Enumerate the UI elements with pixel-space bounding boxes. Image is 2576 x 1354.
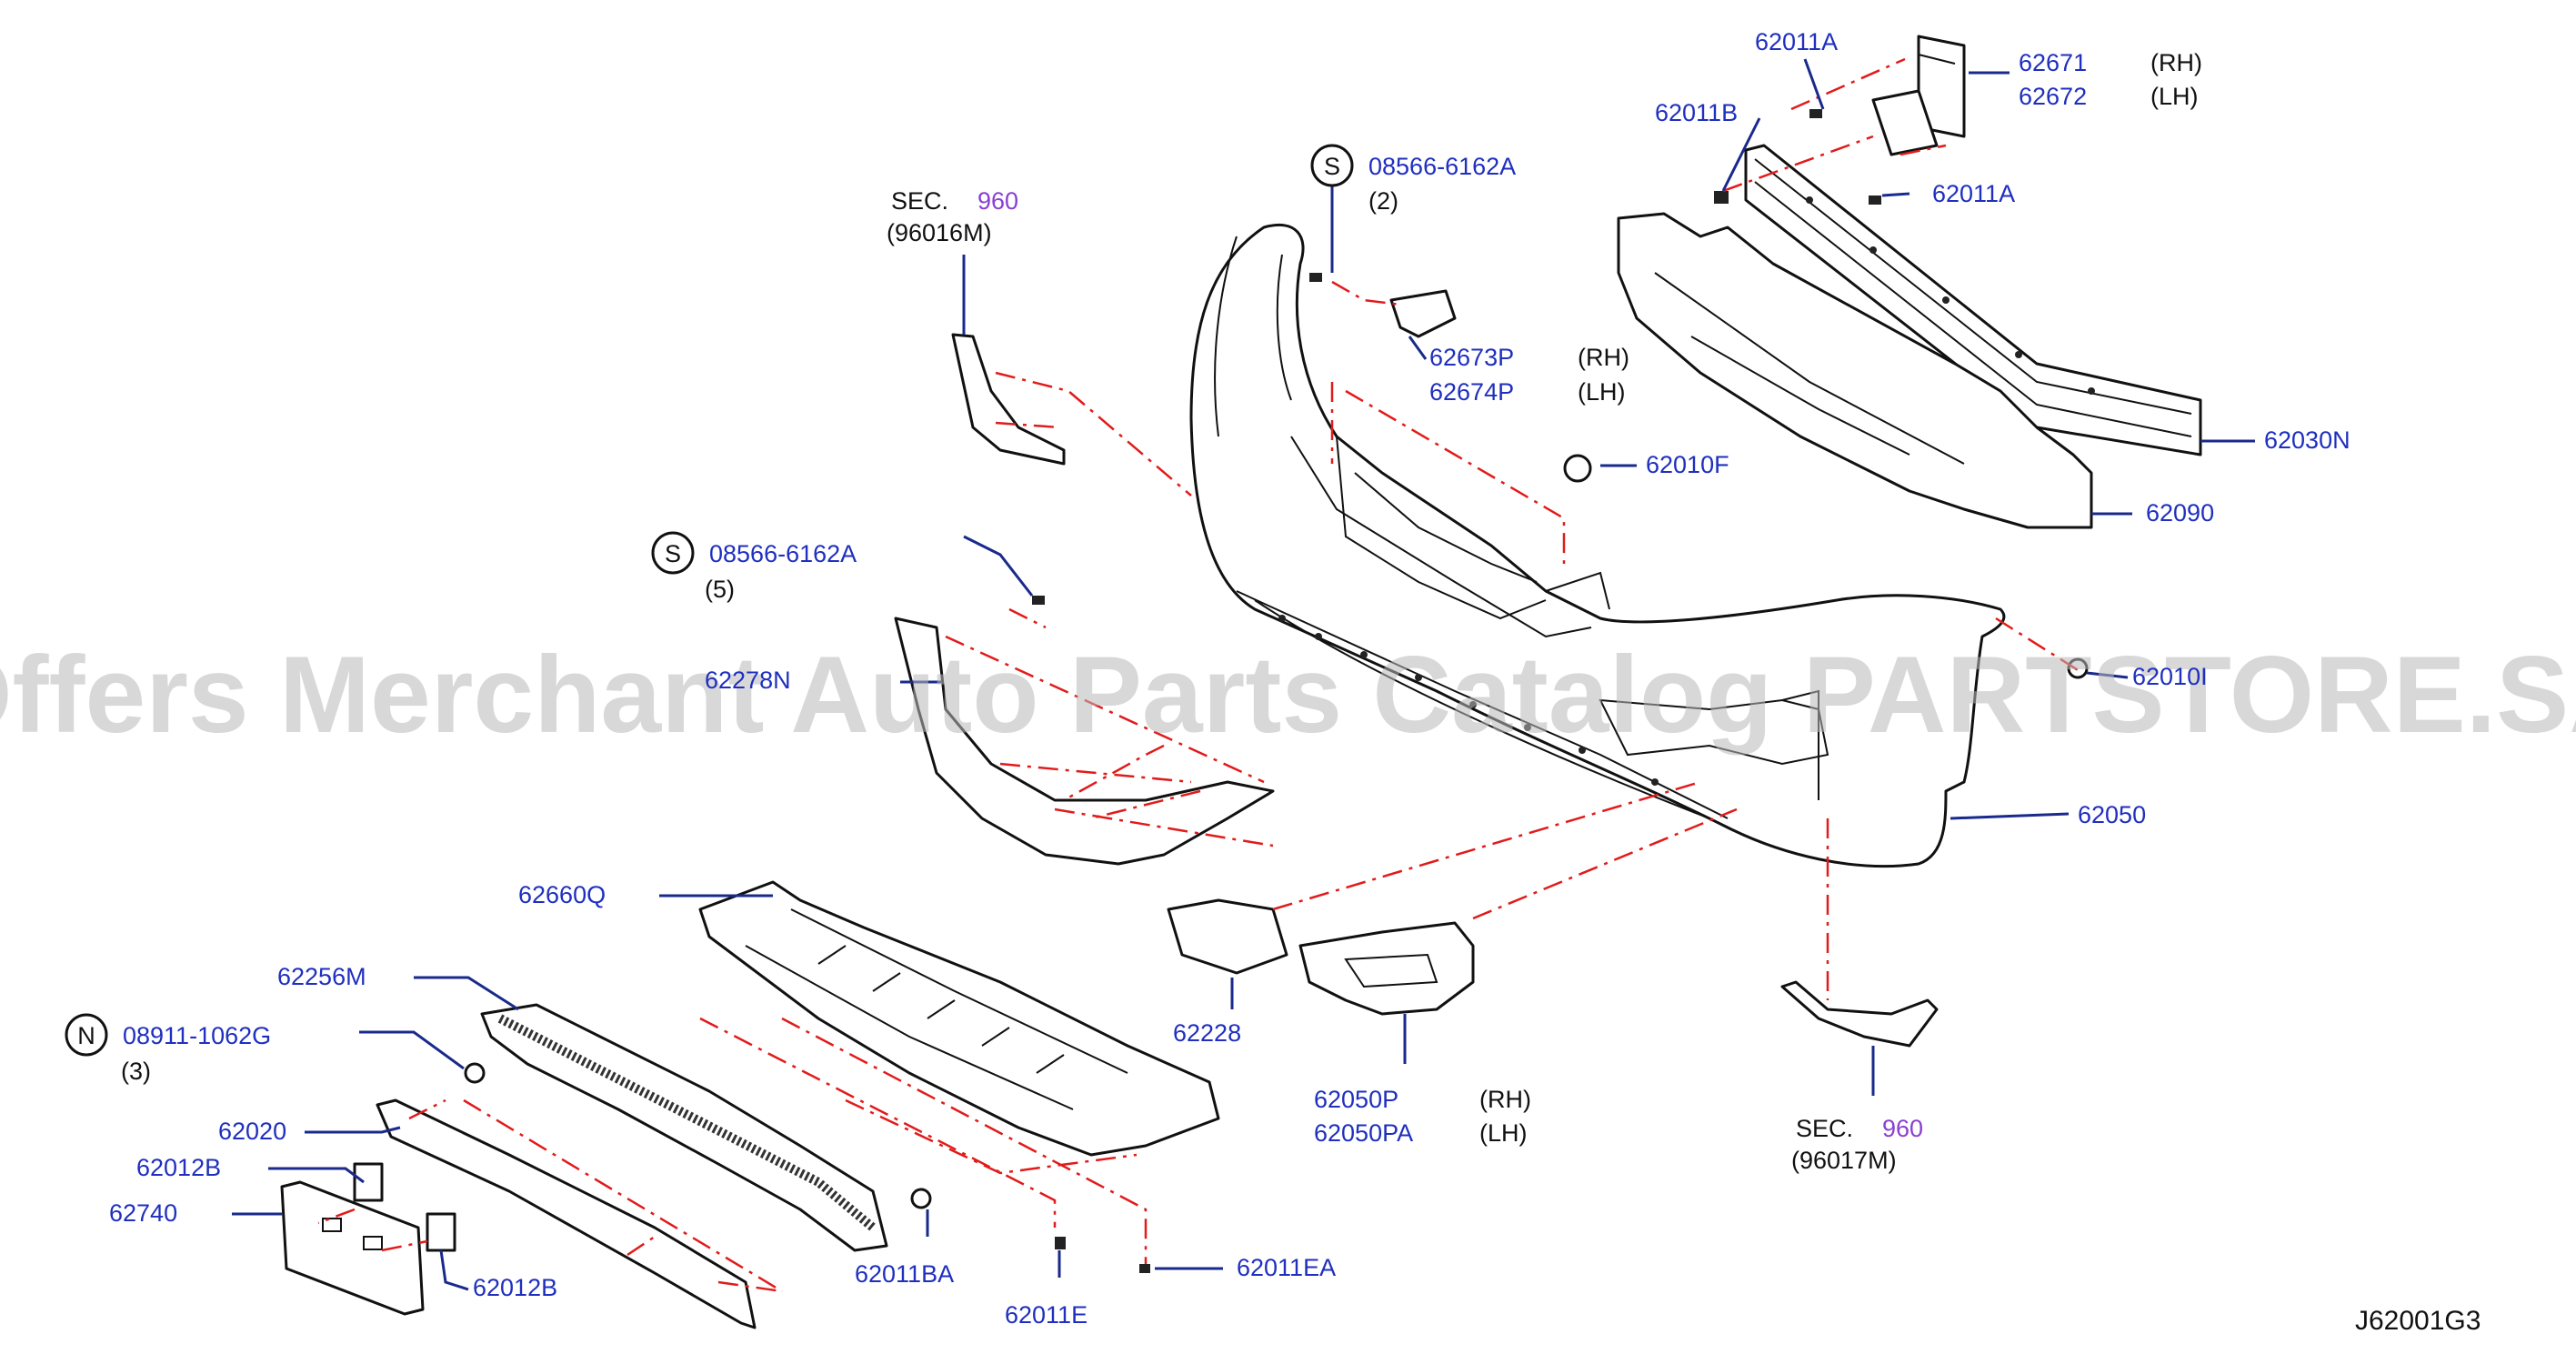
grille-62256M xyxy=(480,1003,888,1252)
part-08566-6162A-top[interactable]: 08566-6162A xyxy=(1368,153,1516,180)
part-62030N[interactable]: 62030N xyxy=(2264,426,2350,454)
sec-ref-b[interactable]: 960 xyxy=(1882,1115,1923,1142)
part-62011A-bot[interactable]: 62011A xyxy=(1932,180,2015,207)
qty-n: (3) xyxy=(121,1058,151,1085)
part-62740[interactable]: 62740 xyxy=(109,1199,177,1227)
undercover-62660Q xyxy=(698,880,1220,1157)
part-62010I[interactable]: 62010I xyxy=(2132,663,2208,690)
part-62011EA[interactable]: 62011EA xyxy=(1237,1254,1336,1281)
part-62278[interactable]: 62278N xyxy=(705,667,791,694)
part-62020[interactable]: 62020 xyxy=(218,1118,286,1145)
s-symbol-circle-top xyxy=(1310,144,1354,187)
n-symbol: N xyxy=(77,1022,95,1049)
fasteners xyxy=(464,109,2089,1273)
part-62671[interactable]: 62671 xyxy=(2019,49,2087,76)
bracket-96016M xyxy=(951,333,1066,466)
lower-lip-62020 xyxy=(376,1098,757,1329)
sec-sub-a: (96016M) xyxy=(887,219,992,246)
alignment-lines xyxy=(317,57,2083,1293)
lh-2: (LH) xyxy=(1578,378,1626,406)
part-62011B[interactable]: 62011B xyxy=(1655,99,1738,126)
watermark: Offers Merchant Auto Parts Catalog PARTS… xyxy=(0,634,2576,756)
s-symbol-top: S xyxy=(1324,153,1340,180)
fog-cover-62050P xyxy=(1298,921,1475,1016)
sec-ref-a[interactable]: 960 xyxy=(977,187,1018,215)
part-62050P[interactable]: 62050P xyxy=(1314,1086,1398,1113)
qty-mid: (5) xyxy=(705,576,735,603)
lower-garnish-62278 xyxy=(894,617,1275,866)
clip-62673P xyxy=(1389,289,1457,338)
qty-top: (2) xyxy=(1368,187,1398,215)
part-62010F[interactable]: 62010F xyxy=(1646,451,1729,478)
rh-2: (RH) xyxy=(1578,344,1629,371)
part-08566-6162A-mid[interactable]: 08566-6162A xyxy=(709,540,857,567)
rh-1: (RH) xyxy=(2150,49,2202,76)
sec-label-a: SEC. xyxy=(891,187,948,215)
sec-label-b: SEC. xyxy=(1796,1115,1853,1142)
sec-sub-b: (96017M) xyxy=(1791,1147,1897,1174)
part-62672[interactable]: 62672 xyxy=(2019,83,2087,110)
part-62011A-top[interactable]: 62011A xyxy=(1755,28,1838,55)
s-symbol-mid: S xyxy=(665,540,681,567)
s-symbol-circle-mid xyxy=(651,531,695,575)
plate-62740 xyxy=(280,1180,425,1316)
bracket-96017M xyxy=(1780,980,1939,1048)
part-62660Q[interactable]: 62660Q xyxy=(518,881,606,908)
n-symbol-circle xyxy=(65,1013,108,1057)
part-62011E[interactable]: 62011E xyxy=(1005,1301,1088,1329)
bumper-reinforcement-62030N xyxy=(1744,144,2202,456)
fog-cover-62228 xyxy=(1167,898,1288,975)
bumper-cover-62050 xyxy=(1189,223,2006,868)
diagram-code: J62001G3 xyxy=(2355,1306,2481,1336)
part-08911-1062G[interactable]: 08911-1062G xyxy=(123,1022,271,1049)
part-62012B-top[interactable]: 62012B xyxy=(136,1154,221,1181)
lh-1: (LH) xyxy=(2150,83,2199,110)
part-62050PA[interactable]: 62050PA xyxy=(1314,1119,1413,1147)
labels: SEC. 960 (96016M) S 08566-6162A (2) S 08… xyxy=(65,28,2481,1336)
energy-absorber-62090 xyxy=(1617,212,2093,529)
part-62050[interactable]: 62050 xyxy=(2078,801,2146,828)
part-62674P[interactable]: 62674P xyxy=(1429,378,1514,406)
leader-lines xyxy=(232,58,2255,1291)
rh-3: (RH) xyxy=(1479,1086,1531,1113)
bracket-62671 xyxy=(1871,35,1966,156)
part-62228[interactable]: 62228 xyxy=(1173,1019,1241,1047)
part-62090[interactable]: 62090 xyxy=(2146,499,2214,527)
part-62256M[interactable]: 62256M xyxy=(277,963,366,990)
lh-3: (LH) xyxy=(1479,1119,1528,1147)
part-62012B-bot[interactable]: 62012B xyxy=(473,1274,557,1301)
part-62673P[interactable]: 62673P xyxy=(1429,344,1514,371)
part-62011BA[interactable]: 62011BA xyxy=(855,1260,954,1288)
